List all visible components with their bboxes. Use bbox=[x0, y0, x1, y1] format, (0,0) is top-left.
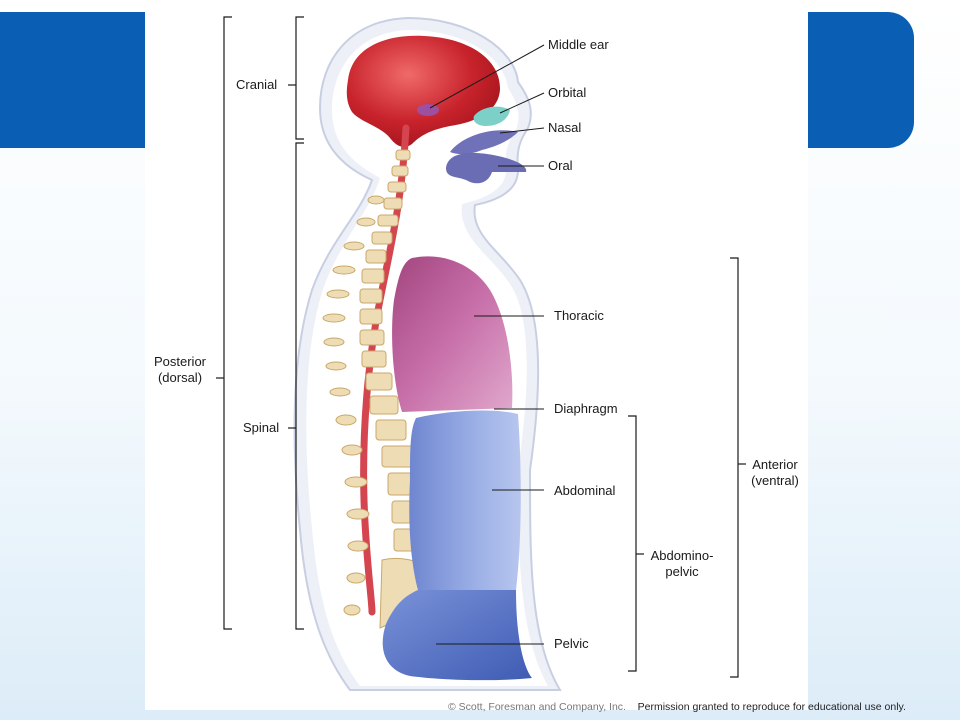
label-posterior-line2: (dorsal) bbox=[157, 370, 203, 385]
label-middle-ear: Middle ear bbox=[548, 37, 609, 52]
label-posterior-line1: Posterior bbox=[153, 354, 207, 369]
label-orbital: Orbital bbox=[548, 85, 587, 100]
thoracic-cavity bbox=[392, 256, 513, 412]
cranial-cavity bbox=[346, 35, 500, 147]
label-abdominal: Abdominal bbox=[554, 483, 616, 498]
label-nasal: Nasal bbox=[548, 120, 582, 135]
label-anterior: Anterior (ventral) bbox=[746, 457, 804, 489]
pelvic-cavity bbox=[382, 590, 532, 681]
brackets bbox=[216, 16, 746, 678]
label-pelvic: Pelvic bbox=[554, 636, 589, 651]
label-anterior-line2: (ventral) bbox=[751, 473, 799, 488]
credit-right: Permission granted to reproduce for educ… bbox=[637, 701, 906, 713]
label-cranial: Cranial bbox=[236, 77, 278, 92]
spinous-processes bbox=[322, 195, 385, 616]
label-abdominopelvic: Abdomino- pelvic bbox=[646, 548, 718, 580]
oral-cavity bbox=[446, 152, 527, 184]
middle-ear-cavity bbox=[417, 104, 439, 116]
label-anterior-line1: Anterior bbox=[752, 457, 798, 472]
orbital-cavity bbox=[473, 106, 510, 126]
label-thoracic: Thoracic bbox=[554, 308, 604, 323]
label-diaphragm: Diaphragm bbox=[554, 401, 618, 416]
credit-line: © Scott, Foresman and Company, Inc. Perm… bbox=[448, 701, 906, 713]
label-spinal: Spinal bbox=[243, 420, 280, 435]
label-oral: Oral bbox=[548, 158, 573, 173]
nasal-cavity bbox=[450, 130, 518, 155]
credit-left: © Scott, Foresman and Company, Inc. bbox=[448, 701, 626, 713]
header-band-left bbox=[0, 12, 152, 148]
abdominal-cavity bbox=[409, 410, 521, 590]
leader-lines bbox=[429, 44, 545, 645]
label-abdominopelvic-line2: pelvic bbox=[665, 564, 699, 579]
header-band-right bbox=[800, 12, 914, 148]
label-abdominopelvic-line1: Abdomino- bbox=[650, 548, 714, 563]
label-posterior: Posterior (dorsal) bbox=[146, 354, 214, 386]
